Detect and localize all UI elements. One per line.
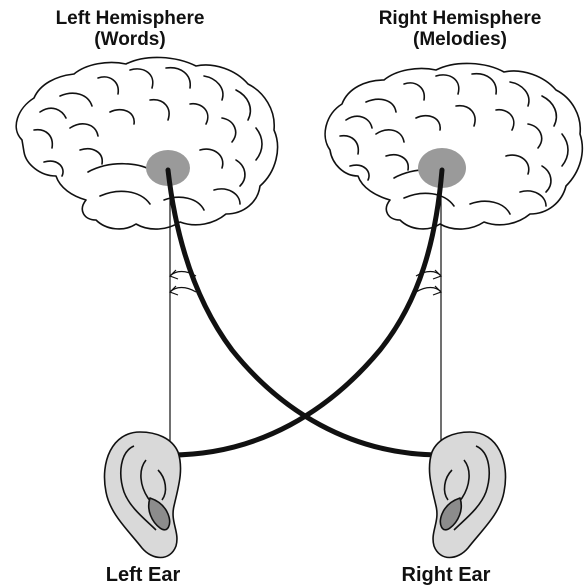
right-hemisphere-title: Right Hemisphere (340, 8, 580, 29)
right-hemisphere-subtitle: (Melodies) (340, 29, 580, 50)
ear-left-icon (104, 432, 180, 558)
right-hemisphere-label: Right Hemisphere (Melodies) (340, 8, 580, 50)
brain-right-icon (325, 63, 582, 229)
left-hemisphere-label: Left Hemisphere (Words) (10, 8, 250, 50)
left-hemisphere-title: Left Hemisphere (10, 8, 250, 29)
right-ear-label: Right Ear (366, 564, 526, 586)
brain-left-icon (16, 57, 277, 229)
ear-right-icon (429, 432, 505, 558)
left-hemisphere-subtitle: (Words) (10, 29, 250, 50)
left-ear-label: Left Ear (63, 564, 223, 586)
